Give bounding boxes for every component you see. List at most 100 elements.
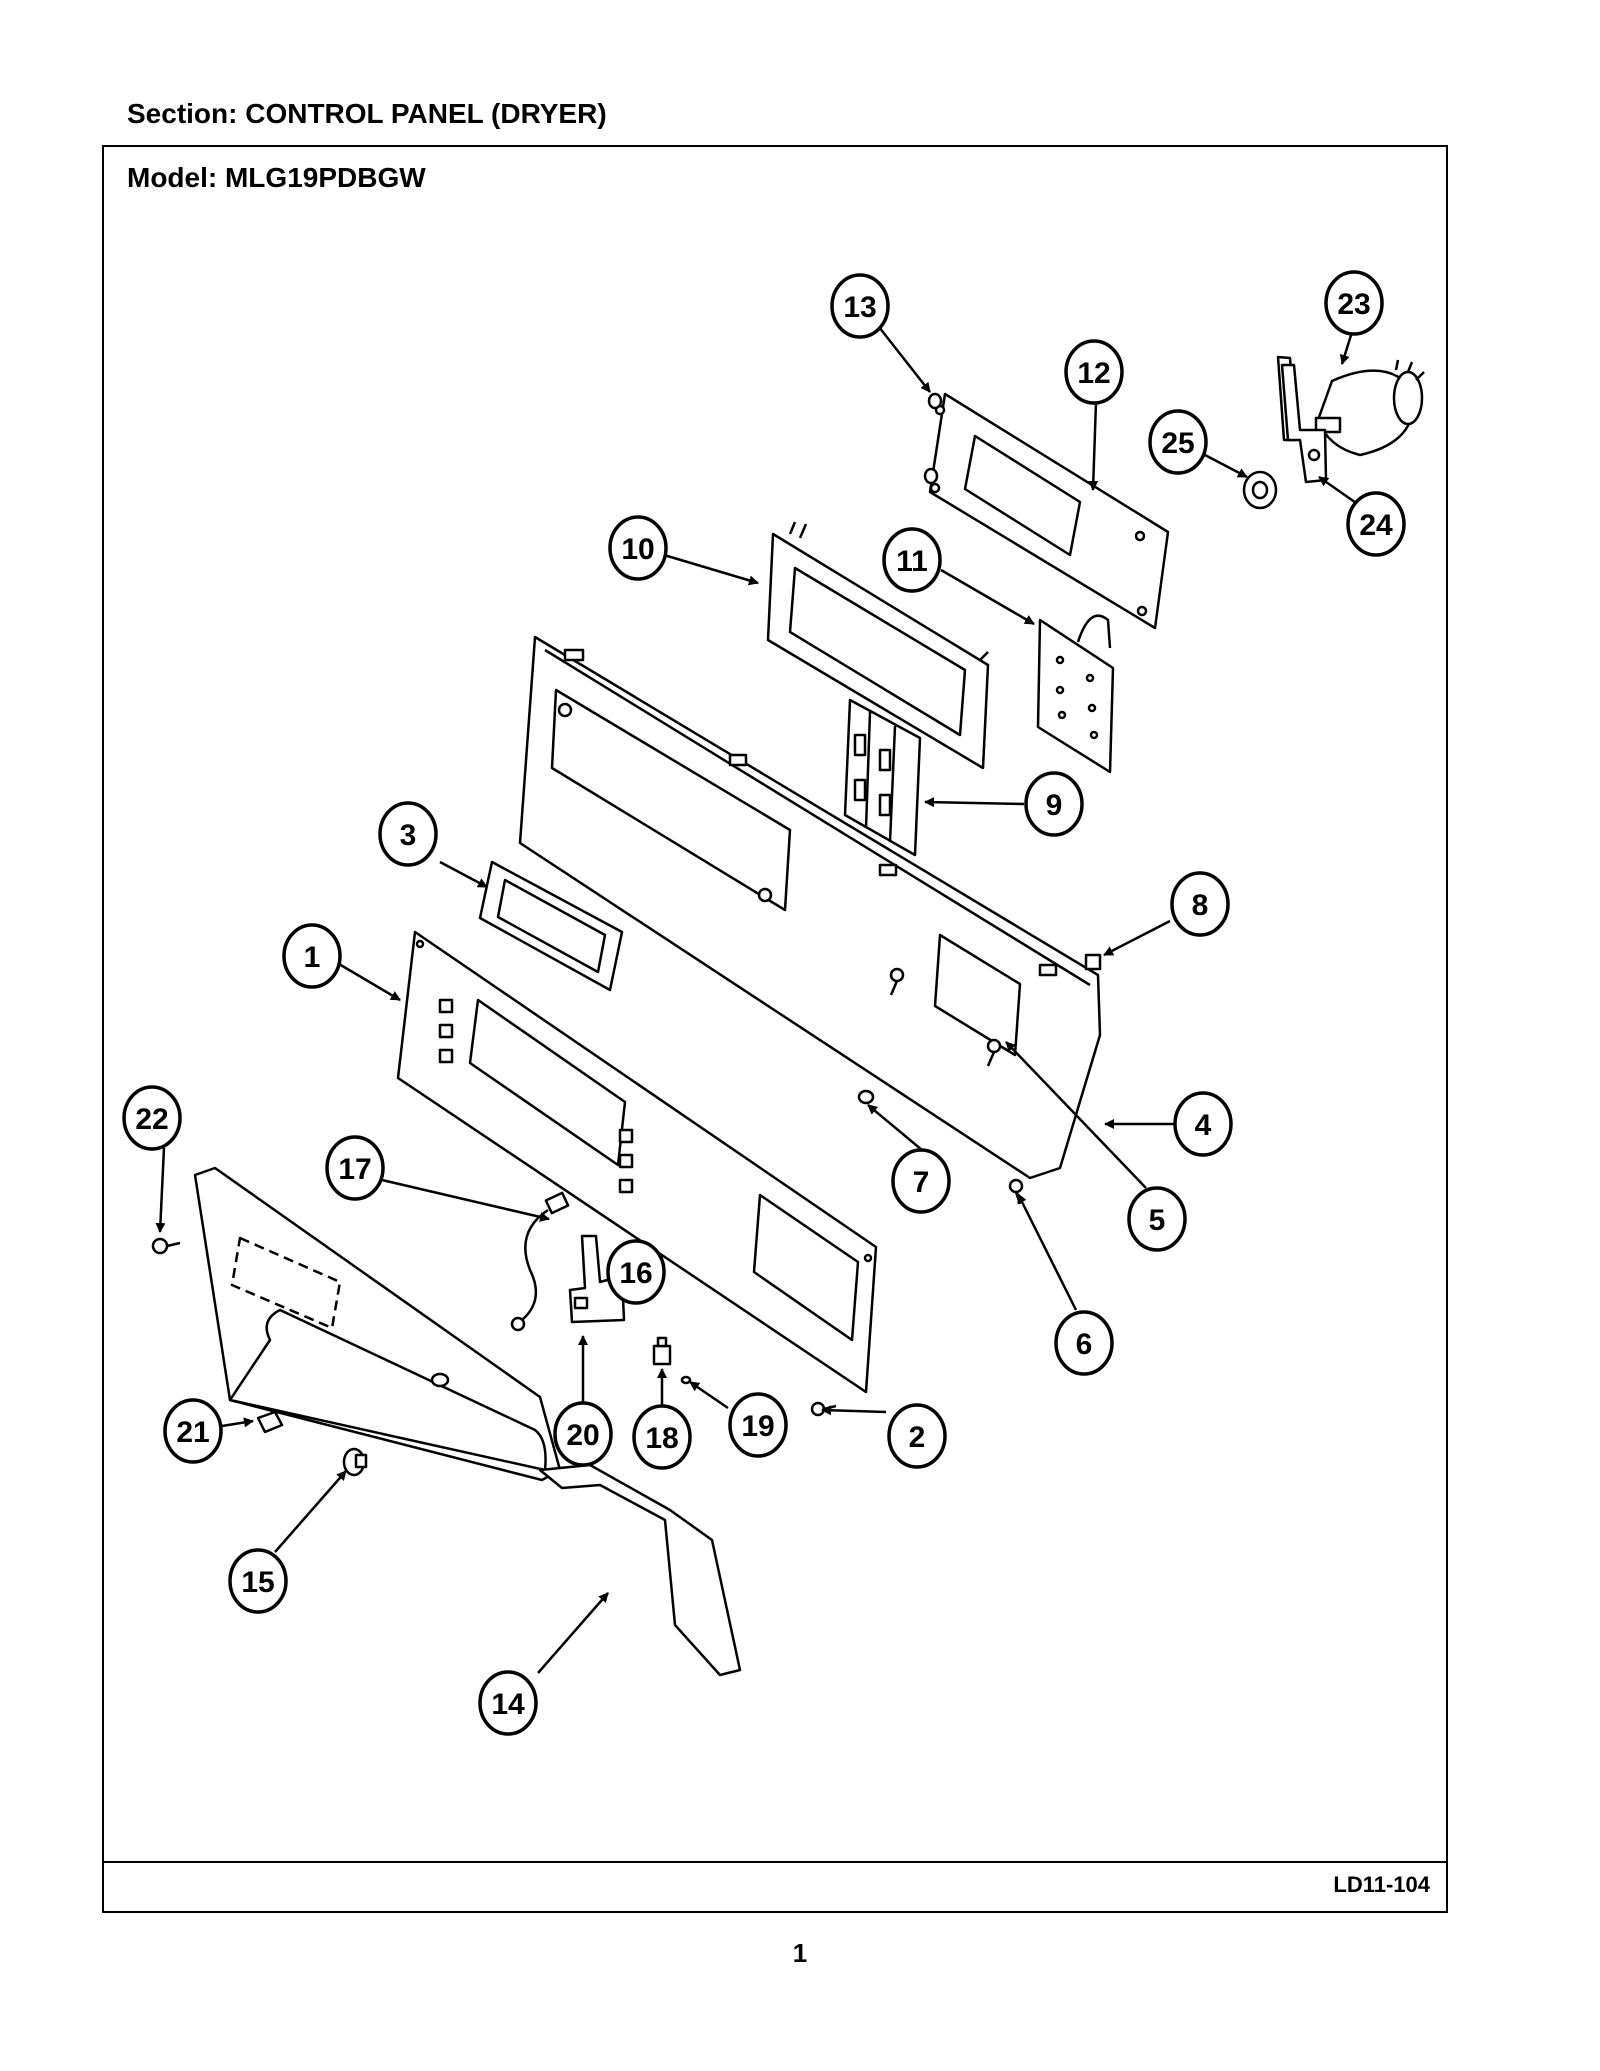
drawing-code: LD11-104 xyxy=(1333,1872,1430,1897)
part-15-knob xyxy=(342,1447,368,1477)
callout-21: 21 xyxy=(163,1398,223,1464)
callout-label: 14 xyxy=(491,1688,525,1721)
part-18-connector xyxy=(652,1336,672,1366)
part-25-nut xyxy=(1242,470,1278,510)
callout-circle xyxy=(1170,871,1230,937)
part-21-clip xyxy=(256,1410,284,1434)
callout-6: 6 xyxy=(1054,1310,1114,1376)
callout-5: 5 xyxy=(1127,1186,1187,1252)
callout-14: 14 xyxy=(478,1670,538,1736)
callout-circle xyxy=(632,1404,692,1470)
leader-lines xyxy=(155,326,1360,1674)
part-16-bracket xyxy=(568,1234,626,1324)
page-number: 1 xyxy=(792,1938,808,1968)
callout-10: 10 xyxy=(608,515,668,581)
callout-7: 7 xyxy=(891,1148,951,1214)
part-1-overlay-panel xyxy=(396,930,878,1394)
callout-label: 1 xyxy=(304,941,321,974)
footer-divider xyxy=(102,1861,1448,1863)
callout-17: 17 xyxy=(325,1135,385,1201)
callout-18: 18 xyxy=(632,1404,692,1470)
part-17-wire-harness xyxy=(510,1191,570,1332)
part-22-screw xyxy=(151,1237,181,1255)
callout-label: 18 xyxy=(645,1422,678,1455)
callout-19: 19 xyxy=(728,1392,788,1458)
callout-circle xyxy=(830,273,890,339)
callout-circle xyxy=(478,1670,538,1736)
section-title: Section: CONTROL PANEL (DRYER) xyxy=(127,98,607,129)
part-9-switch-block xyxy=(843,698,922,857)
callout-11: 11 xyxy=(882,527,942,593)
part-11-circuit-board xyxy=(1036,614,1115,774)
callout-1: 1 xyxy=(282,923,342,989)
callout-label: 20 xyxy=(566,1419,599,1452)
part-12-display-panel xyxy=(928,392,1170,630)
part-13-spacer xyxy=(923,392,943,485)
callout-label: 13 xyxy=(843,291,876,324)
callout-label: 4 xyxy=(1195,1109,1212,1142)
callout-23: 23 xyxy=(1324,270,1384,336)
callout-label: 11 xyxy=(896,545,928,578)
callout-label: 16 xyxy=(619,1257,652,1290)
part-3-lens xyxy=(478,860,624,992)
callout-circle xyxy=(728,1392,788,1458)
callout-12: 12 xyxy=(1064,339,1124,405)
callout-circle xyxy=(325,1135,385,1201)
callout-circle xyxy=(1148,409,1208,475)
callout-3: 3 xyxy=(378,801,438,867)
callout-circle xyxy=(378,801,438,867)
callout-20: 20 xyxy=(553,1401,613,1467)
callout-circle xyxy=(163,1398,223,1464)
callout-circle xyxy=(608,515,668,581)
callout-circle xyxy=(1127,1186,1187,1252)
callout-label: 25 xyxy=(1161,427,1194,460)
callout-label: 3 xyxy=(400,819,417,852)
callout-8: 8 xyxy=(1170,871,1230,937)
callout-label: 10 xyxy=(621,533,654,566)
part-4-console xyxy=(518,635,1102,1180)
callout-4: 4 xyxy=(1173,1091,1233,1157)
part-14-control-hood xyxy=(193,1166,742,1677)
diagram-frame xyxy=(102,145,1448,1913)
part-10-window-bracket xyxy=(766,521,990,770)
callout-label: 21 xyxy=(176,1416,209,1449)
callout-circle xyxy=(1173,1091,1233,1157)
callout-label: 9 xyxy=(1046,789,1063,822)
callout-label: 22 xyxy=(135,1103,168,1136)
callout-label: 12 xyxy=(1077,357,1110,390)
callout-circle xyxy=(1324,270,1384,336)
callout-label: 23 xyxy=(1337,288,1370,321)
callout-13: 13 xyxy=(830,273,890,339)
callout-circle xyxy=(553,1401,613,1467)
part-8-clip xyxy=(1084,953,1102,971)
callout-label: 19 xyxy=(741,1410,774,1443)
model-title: Model: MLG19PDBGW xyxy=(127,162,426,193)
callout-circle xyxy=(887,1403,947,1469)
callout-circle xyxy=(882,527,942,593)
callout-label: 5 xyxy=(1149,1204,1166,1237)
callout-circle xyxy=(1054,1310,1114,1376)
callout-label: 2 xyxy=(909,1421,926,1454)
callout-16: 16 xyxy=(606,1239,666,1305)
callout-22: 22 xyxy=(122,1085,182,1151)
callout-circle xyxy=(228,1548,288,1614)
callout-label: 7 xyxy=(913,1166,930,1199)
callout-circle xyxy=(606,1239,666,1305)
callout-25: 25 xyxy=(1148,409,1208,475)
callout-label: 15 xyxy=(241,1566,274,1599)
part-7-screw xyxy=(857,1089,875,1105)
callout-label: 24 xyxy=(1359,509,1393,542)
callout-2: 2 xyxy=(887,1403,947,1469)
part-19-washer xyxy=(680,1375,692,1385)
callout-label: 6 xyxy=(1076,1328,1093,1361)
callout-15: 15 xyxy=(228,1548,288,1614)
callout-24: 24 xyxy=(1346,491,1406,557)
callout-label: 17 xyxy=(338,1153,371,1186)
callout-circle xyxy=(1064,339,1124,405)
callout-9: 9 xyxy=(1024,771,1084,837)
callout-label: 8 xyxy=(1192,889,1209,922)
callout-circle xyxy=(122,1085,182,1151)
callout-circle xyxy=(891,1148,951,1214)
callout-circle xyxy=(1346,491,1406,557)
